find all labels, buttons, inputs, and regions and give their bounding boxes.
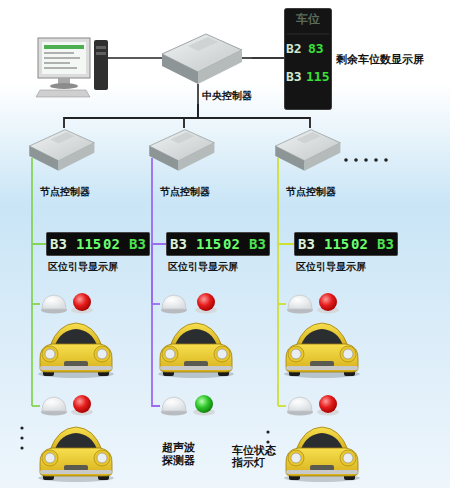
connector [152, 200, 166, 244]
zone-guide-display-shape [295, 233, 398, 256]
node-controller-shape [146, 128, 216, 174]
led-text: B3 [298, 236, 315, 252]
ultrasonic-detector: 超声波探测器 [160, 394, 196, 474]
connector [278, 200, 294, 244]
led-text: 115 [76, 236, 101, 252]
node-label: 超声波探测器 [160, 442, 196, 467]
node-controller-shape [149, 130, 214, 171]
led-text: 02 [223, 236, 240, 252]
ellipsis-dots [20, 158, 387, 453]
connector [64, 104, 198, 128]
node-label: 区位引导显示屏 [48, 261, 118, 273]
led-text: B3 [50, 236, 67, 252]
node-label: 节点控制器 [160, 186, 210, 198]
led-text: 车位 [284, 13, 332, 27]
led-text: B3 [286, 70, 302, 85]
node-controller-shape [272, 128, 342, 174]
status-light-shape [193, 395, 215, 416]
node-controller: 节点控制器 [272, 128, 348, 200]
zone-guide-display: B3 11502 B3 区位引导显示屏 [46, 232, 150, 278]
node-label: 车位状态指示灯 [232, 444, 276, 468]
node-label: 节点控制器 [40, 186, 90, 198]
led-text: 83 [308, 42, 324, 57]
node-controller-shape [26, 128, 96, 174]
led-text: 02 [103, 236, 120, 252]
led-text: B3 [170, 236, 187, 252]
zone-guide-display-shape [47, 233, 150, 256]
led-text: 02 [351, 236, 368, 252]
led-text: 115 [196, 236, 221, 252]
connector [152, 244, 166, 406]
node-controller-shape [29, 130, 94, 171]
node-label: 中央控制器 [202, 90, 252, 102]
zone-guide-display: B3 11502 B3 区位引导显示屏 [166, 232, 270, 278]
central-controller-shape [162, 34, 242, 84]
node-controller-shape [275, 130, 340, 171]
computer [36, 38, 108, 97]
node-label: 节点控制器 [286, 186, 336, 198]
status-light: 车位状态指示灯 [192, 394, 276, 474]
node-controller: 节点控制器 [26, 128, 102, 200]
led-text: B3 [249, 236, 266, 252]
status-light-shape [192, 394, 216, 416]
ultrasonic-detector-shape [161, 397, 187, 416]
led-text: 115 [306, 70, 329, 85]
led-text: B2 [286, 42, 302, 57]
led-text: B3 [129, 236, 146, 252]
connector [32, 200, 46, 244]
zone-guide-display-shape [167, 233, 270, 256]
node-label: 区位引导显示屏 [168, 261, 238, 273]
led-text: B3 [377, 236, 394, 252]
vacancy-display: 车位 B2 83B3 115 剩余车位数显示屏 [284, 8, 434, 110]
zone-guide-display: B3 11502 B3 区位引导显示屏 [294, 232, 398, 278]
node-label: 区位引导显示屏 [296, 261, 366, 273]
central-controller-shape [158, 32, 244, 88]
node-controller: 节点控制器 [146, 128, 222, 200]
node-label: 剩余车位数显示屏 [336, 54, 424, 67]
central-controller: 中央控制器 [158, 32, 252, 104]
led-text: 115 [324, 236, 349, 252]
vacancy-display-shape [285, 9, 332, 110]
car [38, 323, 360, 482]
connector [252, 57, 284, 59]
bus-line [32, 158, 286, 406]
ultrasonic-detector-shape [160, 394, 188, 416]
connector [184, 104, 198, 128]
